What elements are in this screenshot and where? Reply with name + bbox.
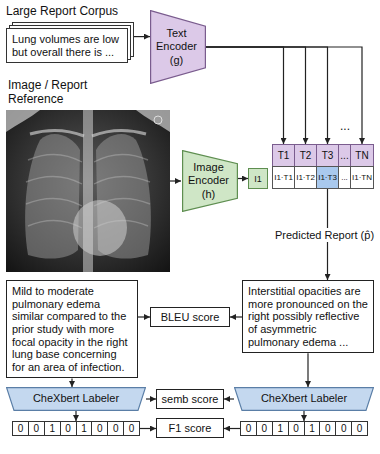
text-embedding: TN	[350, 144, 374, 167]
similarity-cell: I1·T2	[294, 166, 317, 189]
box-text: F1 score	[169, 422, 212, 435]
vector-cell: 1	[76, 421, 93, 436]
cell-label: T2	[300, 150, 312, 161]
connector	[206, 47, 306, 144]
shoulder	[6, 110, 40, 132]
connector	[71, 379, 72, 388]
vector-cell: 0	[28, 421, 45, 436]
box-text: semb score	[162, 393, 219, 406]
vector-cell: 0	[240, 421, 257, 436]
connector	[206, 47, 284, 144]
text-embedding: T1	[272, 144, 295, 167]
similarity-cell: I1·T1	[272, 166, 295, 189]
box-text: Mild to moderate pulmonary edema similar…	[12, 285, 132, 373]
similarity-cell: I1·T3	[316, 166, 339, 189]
text-encoder: Text Encoder (g)	[150, 10, 206, 84]
connector	[224, 428, 240, 429]
shape-label: Text Encoder (g)	[153, 27, 200, 67]
report-corpus: Large Report CorpusLung volumes are low …	[6, 4, 128, 63]
vector-cell: 0	[319, 421, 336, 436]
cell-label: I1·T2	[296, 173, 315, 182]
edge-label: Predicted Report (p̂)	[273, 228, 376, 242]
shape-polygon	[151, 11, 206, 84]
marker-symbol	[154, 116, 162, 124]
vector-cell: 1	[272, 421, 289, 436]
text-embedding: T3	[316, 144, 339, 167]
vector-cell: 0	[335, 421, 352, 436]
box-text: Interstitial opacities are more pronounc…	[248, 285, 368, 348]
image-encoder: Image Encoder (h)	[182, 150, 238, 212]
vector-cell: 0	[288, 421, 305, 436]
heading: Large Report Corpus	[6, 4, 128, 18]
connector	[128, 36, 150, 37]
clavicle	[30, 130, 146, 136]
label-vector: 00101000	[12, 421, 140, 436]
text-embedding: T2	[294, 144, 317, 167]
lung	[25, 134, 80, 259]
vector-cell: 0	[107, 421, 124, 436]
connector	[206, 47, 328, 144]
vector-cell: 0	[123, 421, 140, 436]
cell-label: TN	[355, 150, 368, 161]
labeler: CheXbert Labeler	[234, 387, 374, 411]
shape-label: CheXbert Labeler	[33, 392, 119, 405]
reference-report: Mild to moderate pulmonary edema similar…	[6, 280, 138, 378]
section-heading: Image / Report Reference	[8, 78, 108, 106]
vector-cell: 0	[60, 421, 77, 436]
connector	[224, 398, 234, 399]
connector	[138, 316, 150, 317]
box-text: BLEU score	[161, 311, 220, 324]
cell-label: T1	[278, 150, 290, 161]
cell-label: ...	[341, 173, 348, 182]
cell-label: I1·T3	[318, 173, 337, 182]
cell-label: T3	[322, 150, 334, 161]
connector	[75, 411, 76, 421]
chest-xray	[6, 110, 170, 272]
cell-label: I1·T1	[274, 173, 293, 182]
metric-box: F1 score	[156, 418, 224, 438]
cell-label: I1·TN	[352, 173, 372, 182]
connector	[146, 398, 156, 399]
image-embedding: I1	[248, 168, 268, 189]
connector	[307, 353, 308, 387]
vector-cell: 0	[91, 421, 108, 436]
vector-cell: 0	[256, 421, 273, 436]
image-arrow	[170, 180, 181, 181]
predicted-report: Interstitial opacities are more pronounc…	[242, 280, 374, 353]
xray-ground	[6, 110, 170, 272]
shape-polygon	[235, 388, 374, 411]
shoulder	[136, 110, 170, 132]
vector-cell: 1	[304, 421, 321, 436]
shape-label: Image Encoder (h)	[185, 161, 232, 201]
connector	[230, 316, 242, 317]
connector	[303, 411, 304, 421]
connector	[238, 178, 248, 179]
vector-cell: 0	[12, 421, 29, 436]
metric-box: semb score	[156, 389, 224, 409]
report-text: Lung volumes are low but overall there i…	[6, 28, 128, 63]
connector	[206, 47, 362, 144]
cell-label: ...	[340, 150, 348, 161]
ellipsis: ...	[338, 119, 352, 133]
shape-polygon	[183, 151, 238, 212]
label-vector: 00101000	[240, 421, 368, 436]
shape-label: CheXbert Labeler	[261, 392, 347, 405]
labeler: CheXbert Labeler	[6, 387, 146, 411]
shape-polygon	[7, 388, 146, 411]
vector-cell: 1	[44, 421, 61, 436]
cell-label: I1	[254, 174, 262, 184]
connector	[140, 428, 156, 429]
similarity-cell: I1·TN	[350, 166, 374, 189]
vector-cell: 0	[351, 421, 368, 436]
metric-box: BLEU score	[150, 307, 230, 327]
ribs	[26, 154, 150, 228]
